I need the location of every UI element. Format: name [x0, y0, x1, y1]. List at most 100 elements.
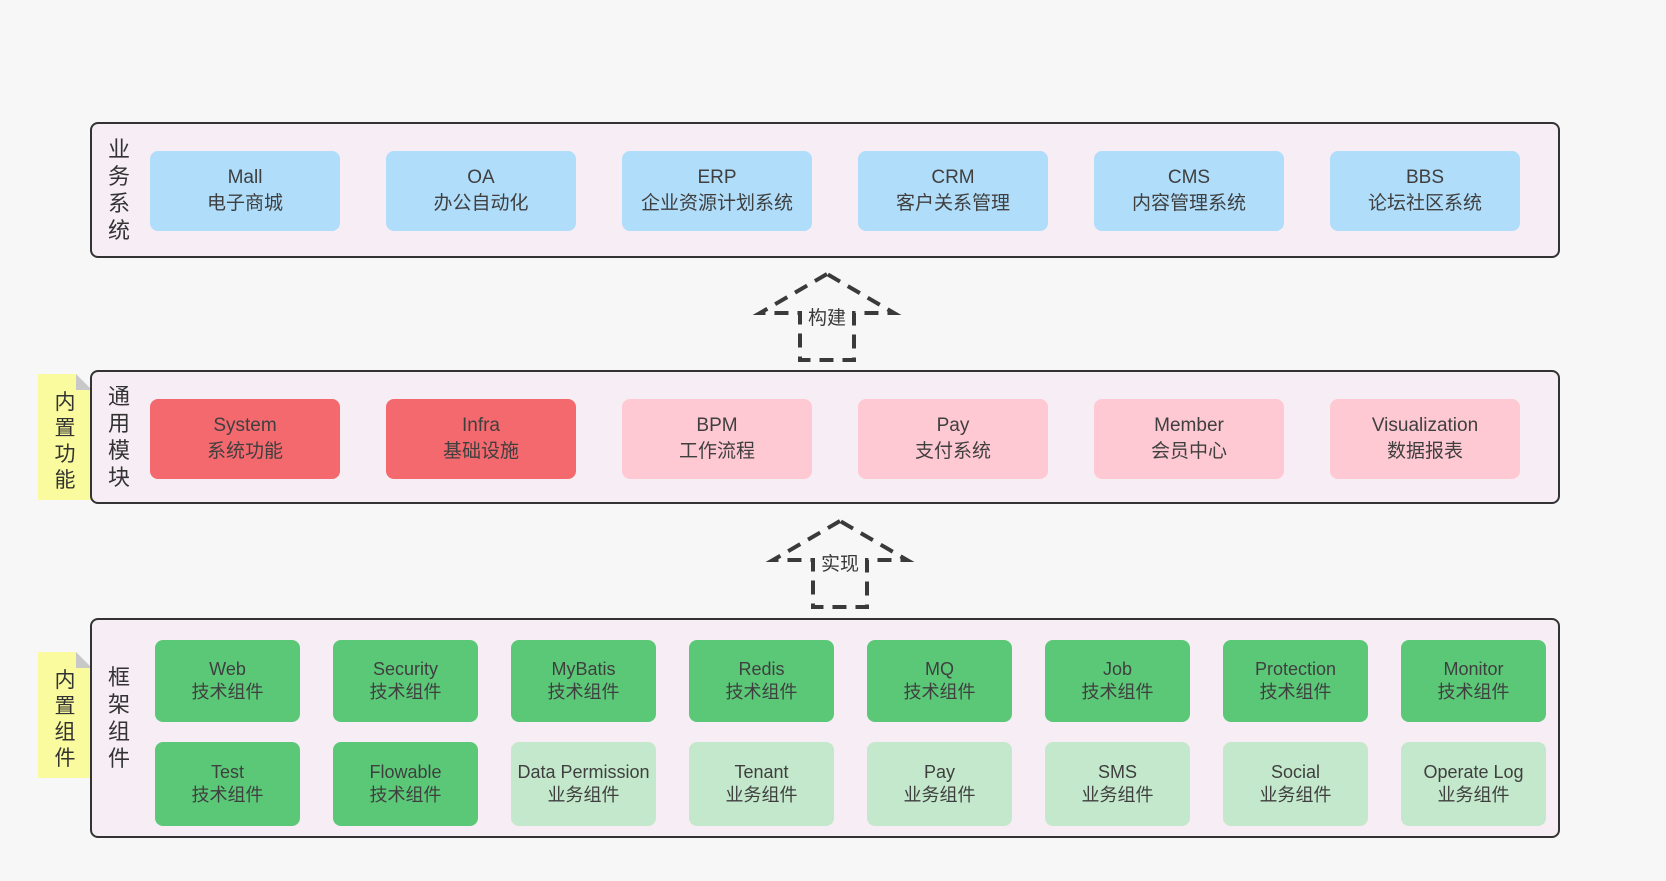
dashed-up-arrow-icon	[752, 271, 902, 362]
box-tenant: Tenant 业务组件	[689, 742, 834, 826]
section-common-modules: 通用模块 System 系统功能 Infra 基础设施 BPM 工作流程 Pay…	[90, 370, 1560, 504]
box-subtitle: 业务组件	[547, 785, 620, 805]
section-framework-components-label: 框架组件	[107, 665, 130, 771]
box-system: System 系统功能	[150, 399, 340, 479]
box-subtitle: 技术组件	[369, 785, 442, 805]
box-bpm: BPM 工作流程	[622, 399, 812, 479]
box-title: CMS	[1167, 167, 1211, 188]
box-subtitle: 业务组件	[903, 785, 976, 805]
box-subtitle: 内容管理系统	[1131, 193, 1246, 214]
box-title: Infra	[461, 415, 501, 436]
box-subtitle: 论坛社区系统	[1367, 193, 1482, 214]
box-title: Social	[1270, 762, 1321, 782]
box-subtitle: 工作流程	[678, 441, 755, 462]
box-title: System	[213, 415, 277, 436]
box-subtitle: 企业资源计划系统	[640, 193, 793, 214]
box-crm: CRM 客户关系管理	[858, 151, 1048, 231]
section-framework-components: 框架组件 Web 技术组件 Security 技术组件 MyBatis 技术组件…	[90, 618, 1560, 838]
box-test: Test 技术组件	[155, 742, 300, 826]
dashed-up-arrow-icon	[765, 518, 915, 609]
box-mall: Mall 电子商城	[150, 151, 340, 231]
box-title: Pay	[936, 415, 970, 436]
section-common-modules-label: 通用模块	[107, 384, 130, 490]
box-visualization: Visualization 数据报表	[1330, 399, 1520, 479]
box-data-permission: Data Permission 业务组件	[511, 742, 656, 826]
box-protection: Protection 技术组件	[1223, 640, 1368, 722]
box-subtitle: 业务组件	[1259, 785, 1332, 805]
box-flowable: Flowable 技术组件	[333, 742, 478, 826]
box-redis: Redis 技术组件	[689, 640, 834, 722]
box-mq: MQ 技术组件	[867, 640, 1012, 722]
box-infra: Infra 基础设施	[386, 399, 576, 479]
common-modules-row: System 系统功能 Infra 基础设施 BPM 工作流程 Pay 支付系统…	[150, 399, 1520, 479]
box-security: Security 技术组件	[333, 640, 478, 722]
box-monitor: Monitor 技术组件	[1401, 640, 1546, 722]
box-subtitle: 技术组件	[369, 682, 442, 702]
implement-arrow: 实现	[765, 516, 915, 612]
box-web: Web 技术组件	[155, 640, 300, 722]
box-title: Operate Log	[1423, 762, 1524, 782]
box-title: BPM	[696, 415, 738, 436]
box-title: BBS	[1405, 167, 1445, 188]
box-social: Social 业务组件	[1223, 742, 1368, 826]
implement-arrow-label: 实现	[816, 548, 864, 577]
box-title: ERP	[697, 167, 737, 188]
box-subtitle: 会员中心	[1150, 441, 1227, 462]
box-title: Flowable	[369, 762, 442, 782]
box-subtitle: 数据报表	[1386, 441, 1463, 462]
box-cms: CMS 内容管理系统	[1094, 151, 1284, 231]
box-bbs: BBS 论坛社区系统	[1330, 151, 1520, 231]
box-title: Pay	[923, 762, 956, 782]
box-title: Security	[372, 659, 439, 679]
box-subtitle: 技术组件	[725, 682, 798, 702]
box-title: Data Permission	[517, 762, 650, 782]
box-subtitle: 电子商城	[206, 193, 283, 214]
box-title: Job	[1102, 659, 1133, 679]
box-oa: OA 办公自动化	[386, 151, 576, 231]
box-title: Test	[210, 762, 244, 782]
box-pay: Pay 支付系统	[858, 399, 1048, 479]
box-subtitle: 基础设施	[442, 441, 519, 462]
box-pay-business: Pay 业务组件	[867, 742, 1012, 826]
box-title: Mall	[227, 167, 263, 188]
business-systems-row: Mall 电子商城 OA 办公自动化 ERP 企业资源计划系统 CRM 客户关系…	[150, 151, 1520, 231]
box-subtitle: 业务组件	[725, 785, 798, 805]
box-title: Tenant	[734, 762, 789, 782]
tab-built-in-components-label: 内置组件	[54, 669, 76, 770]
section-business-systems: 业务系统 Mall 电子商城 OA 办公自动化 ERP 企业资源计划系统 CRM…	[90, 122, 1560, 258]
box-subtitle: 技术组件	[1259, 682, 1332, 702]
box-title: CRM	[931, 167, 975, 188]
folded-corner-icon	[76, 652, 92, 668]
box-job: Job 技术组件	[1045, 640, 1190, 722]
box-title: OA	[467, 167, 495, 188]
framework-components-row-2: Test 技术组件 Flowable 技术组件 Data Permission …	[155, 742, 1546, 826]
box-subtitle: 办公自动化	[433, 193, 529, 214]
box-title: Visualization	[1371, 415, 1479, 436]
box-subtitle: 技术组件	[1437, 682, 1510, 702]
box-subtitle: 支付系统	[914, 441, 991, 462]
box-title: Member	[1154, 415, 1224, 436]
box-title: MyBatis	[551, 659, 616, 679]
box-subtitle: 技术组件	[547, 682, 620, 702]
box-member: Member 会员中心	[1094, 399, 1284, 479]
box-subtitle: 技术组件	[191, 682, 264, 702]
box-title: Protection	[1254, 659, 1337, 679]
tab-built-in-components: 内置组件	[38, 652, 92, 778]
box-title: MQ	[925, 659, 954, 679]
build-arrow: 构建	[752, 270, 902, 364]
tab-built-in-features: 内置功能	[38, 374, 92, 500]
box-title: Web	[209, 659, 246, 679]
box-operate-log: Operate Log 业务组件	[1401, 742, 1546, 826]
framework-components-row-1: Web 技术组件 Security 技术组件 MyBatis 技术组件 Redi…	[155, 640, 1546, 722]
box-subtitle: 业务组件	[1437, 785, 1510, 805]
folded-corner-icon	[76, 374, 92, 390]
build-arrow-label: 构建	[803, 302, 851, 331]
box-title: Monitor	[1443, 659, 1504, 679]
box-subtitle: 技术组件	[191, 785, 264, 805]
box-erp: ERP 企业资源计划系统	[622, 151, 812, 231]
box-sms: SMS 业务组件	[1045, 742, 1190, 826]
box-title: SMS	[1097, 762, 1137, 782]
box-mybatis: MyBatis 技术组件	[511, 640, 656, 722]
box-subtitle: 客户关系管理	[895, 193, 1010, 214]
